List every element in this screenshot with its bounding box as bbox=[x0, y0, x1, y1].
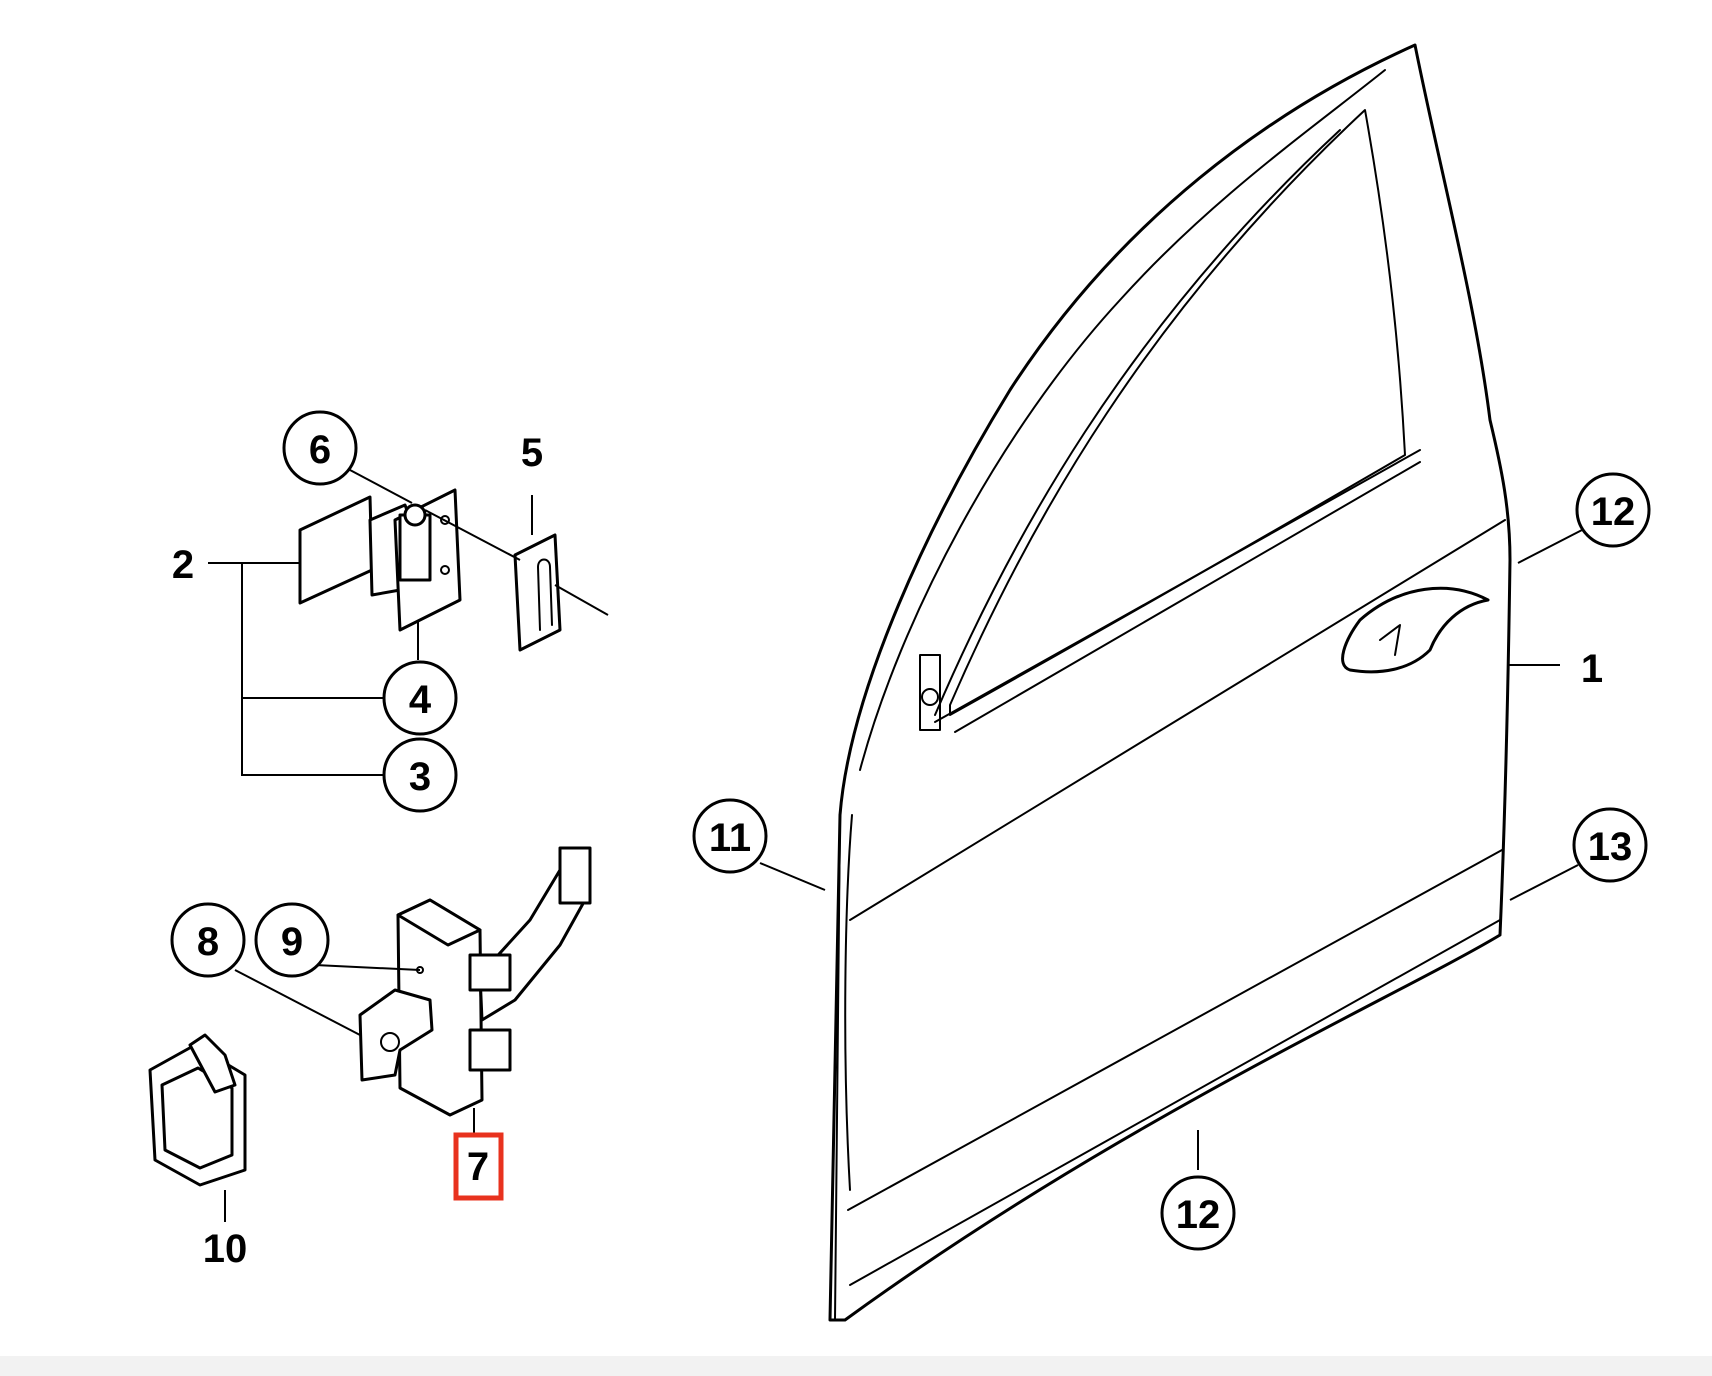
door-front-seam-inner bbox=[844, 814, 853, 1191]
callout-10-label: 10 bbox=[203, 1227, 248, 1271]
mirror-mount-hole bbox=[921, 688, 939, 706]
callout-3-label: 3 bbox=[409, 755, 431, 799]
leader-6-ext bbox=[424, 509, 521, 561]
door-frame-inner-line bbox=[859, 69, 1386, 771]
callout-12-bottom-label: 12 bbox=[1176, 1193, 1221, 1237]
door-check-strap bbox=[358, 846, 592, 1117]
callout-12-top-label: 12 bbox=[1591, 490, 1636, 534]
callout-13-label: 13 bbox=[1588, 825, 1633, 869]
leader-3 bbox=[241, 563, 385, 776]
leader-lines bbox=[208, 469, 1583, 1222]
shim-plate bbox=[513, 533, 562, 652]
hinge-shim bbox=[513, 533, 562, 652]
callout-3-circle bbox=[382, 737, 458, 813]
callout-9-label: 9 bbox=[281, 920, 303, 964]
leader-9 bbox=[314, 964, 421, 971]
callout-11-label: 11 bbox=[709, 816, 751, 860]
hinge-assembly bbox=[298, 488, 462, 632]
callout-9-circle bbox=[254, 902, 330, 978]
grommet-tab bbox=[188, 1033, 237, 1094]
check-strap-housing-top bbox=[396, 898, 482, 947]
door-shell bbox=[828, 43, 1512, 1322]
callout-11-circle bbox=[692, 798, 768, 874]
callout-13-circle bbox=[1572, 807, 1648, 883]
hinge-pin-head bbox=[403, 503, 427, 527]
callout-8-label: 8 bbox=[197, 920, 219, 964]
callout-6-circle bbox=[282, 410, 358, 486]
leader-13 bbox=[1509, 864, 1579, 901]
hinge-body-plate bbox=[298, 495, 374, 605]
leader-8 bbox=[234, 969, 361, 1036]
leader-12-top bbox=[1517, 529, 1583, 564]
door-lower-edge-line bbox=[849, 919, 1501, 1286]
callout-4-circle bbox=[382, 660, 458, 736]
door-handle-recess bbox=[1341, 586, 1490, 674]
callout-8-circle bbox=[170, 902, 246, 978]
hinge-pin-barrel bbox=[398, 513, 432, 582]
callout-1-label: 1 bbox=[1581, 647, 1603, 691]
door-belt-line bbox=[934, 449, 1421, 723]
callout-5-label: 5 bbox=[521, 431, 543, 475]
callout-6-label: 6 bbox=[309, 428, 331, 472]
leader-6 bbox=[349, 469, 413, 504]
callout-12-bottom-circle bbox=[1160, 1175, 1236, 1251]
check-strap-block-2 bbox=[468, 1028, 512, 1072]
leader-5-ext bbox=[554, 584, 609, 616]
leader-11 bbox=[759, 862, 826, 891]
door-outer-outline bbox=[828, 43, 1512, 1322]
check-strap-bolt-hole bbox=[380, 1032, 400, 1052]
callout-7-highlight-box bbox=[453, 1132, 504, 1201]
callout-2-label: 2 bbox=[172, 543, 194, 587]
door-front-seam bbox=[834, 814, 841, 1321]
door-handle-detail bbox=[1379, 624, 1401, 656]
door-window-inner-line bbox=[934, 129, 1341, 716]
callout-4-label: 4 bbox=[409, 678, 432, 722]
bottom-strip bbox=[0, 1356, 1712, 1376]
mirror-mount bbox=[919, 654, 941, 731]
shim-slot bbox=[537, 558, 553, 631]
door-belt-line-2 bbox=[954, 461, 1421, 733]
door-character-line-lower bbox=[847, 849, 1503, 1211]
check-strap-block-1 bbox=[468, 953, 512, 992]
hinge-bolt-hole-2 bbox=[440, 565, 450, 575]
callout-7-label: 7 bbox=[467, 1145, 489, 1189]
check-strap-end-stop bbox=[558, 846, 592, 905]
door-character-line-upper bbox=[849, 519, 1506, 921]
grommet-clip bbox=[148, 1033, 247, 1187]
hinge-bolt-hole-1 bbox=[440, 515, 450, 525]
callout-12-top-circle bbox=[1575, 472, 1651, 548]
